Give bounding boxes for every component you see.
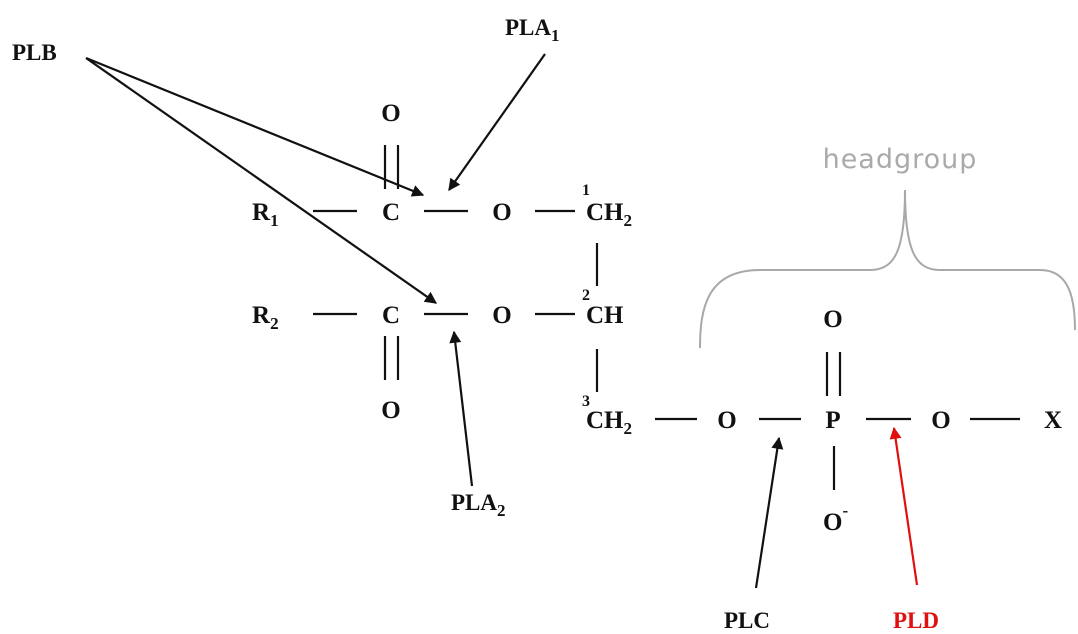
enzyme-label-pla2-subscript: 2 bbox=[497, 501, 506, 520]
enzyme-label-pla1-subscript: 1 bbox=[551, 26, 560, 45]
atom-ch2-bottom-subscript: 2 bbox=[624, 419, 633, 438]
carbon-number-1: 1 bbox=[582, 182, 590, 199]
bonds bbox=[313, 145, 1020, 490]
atom-r1-subscript: 1 bbox=[270, 211, 279, 230]
carbon-number-3: 3 bbox=[582, 393, 590, 410]
atom-o-c1-carbonyl: O bbox=[381, 100, 400, 127]
enzyme-label-pla2-text: PLA bbox=[451, 490, 497, 515]
atom-o-p-minus-symbol: O bbox=[823, 509, 842, 536]
headgroup-brace bbox=[699, 189, 1076, 349]
atom-ch2-top-subscript: 2 bbox=[624, 211, 633, 230]
atom-p: P bbox=[825, 407, 840, 434]
atom-r1-symbol: R bbox=[252, 199, 271, 226]
atoms: O R1 C O 1 CH2 R2 C O 2 CH O 3 CH2 O P O… bbox=[252, 100, 1062, 536]
arrow-pla1 bbox=[448, 53, 546, 191]
arrow-pla2 bbox=[449, 330, 474, 487]
atom-ch2-top: CH2 bbox=[586, 199, 632, 230]
atom-o-phos-link: O bbox=[717, 407, 736, 434]
atom-ch-mid: CH bbox=[586, 302, 624, 329]
cleavage-arrows bbox=[85, 53, 919, 589]
atom-o-p-minus-charge: - bbox=[842, 501, 848, 520]
atom-ch2-bottom: CH2 bbox=[586, 407, 632, 438]
atom-o-ester1: O bbox=[492, 199, 511, 226]
atom-r2: R2 bbox=[252, 302, 279, 333]
atom-x: X bbox=[1044, 407, 1062, 434]
atom-ch2-bottom-symbol: CH bbox=[586, 407, 624, 434]
enzyme-labels: PLB PLA1 PLA2 PLC PLD bbox=[12, 15, 939, 633]
headgroup-bracket: headgroup bbox=[699, 144, 1076, 349]
atom-o-ester2: O bbox=[492, 302, 511, 329]
atom-o-p-double: O bbox=[823, 306, 842, 333]
arrow-plb-to-sn1 bbox=[85, 56, 425, 197]
enzyme-label-pld: PLD bbox=[893, 608, 939, 633]
headgroup-label: headgroup bbox=[823, 144, 978, 175]
enzyme-label-pla1-text: PLA bbox=[505, 15, 551, 40]
atom-r2-subscript: 2 bbox=[270, 314, 279, 333]
carbon-number-2: 2 bbox=[582, 287, 590, 304]
atom-r1: R1 bbox=[252, 199, 279, 230]
atom-c1: C bbox=[382, 199, 400, 226]
atom-o-p-minus: O- bbox=[823, 501, 848, 536]
atom-o-c2-carbonyl: O bbox=[381, 397, 400, 424]
enzyme-label-plb: PLB bbox=[12, 40, 57, 65]
enzyme-label-pla1: PLA1 bbox=[505, 15, 560, 45]
enzyme-label-pla2: PLA2 bbox=[451, 490, 506, 520]
atom-c2: C bbox=[382, 302, 400, 329]
arrow-pld bbox=[889, 426, 919, 586]
arrow-plc bbox=[754, 436, 784, 589]
arrow-plb-to-sn2 bbox=[85, 57, 437, 304]
enzyme-label-plc: PLC bbox=[724, 608, 770, 633]
atom-ch2-top-symbol: CH bbox=[586, 199, 624, 226]
atom-r2-symbol: R bbox=[252, 302, 271, 329]
atom-o-head: O bbox=[931, 407, 950, 434]
